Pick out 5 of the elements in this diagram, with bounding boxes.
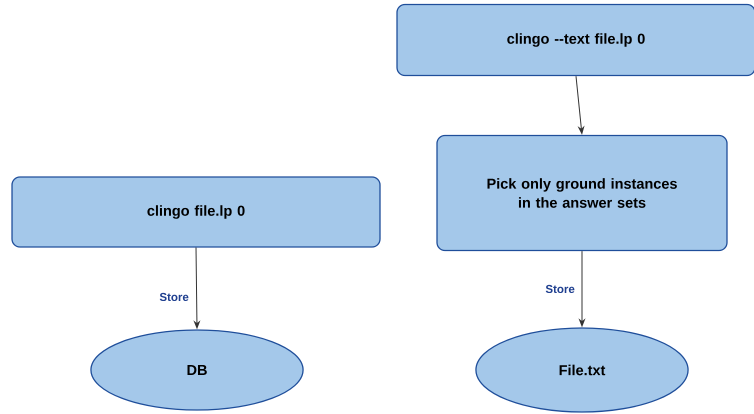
edge-label: Store [546, 284, 574, 294]
process-box: clingo --text file.lp 0 [396, 4, 754, 76]
edge-label: Store [160, 292, 188, 302]
process-box: Pick only ground instances in the answer sets [436, 134, 728, 252]
process-box: clingo file.lp 0 [11, 176, 381, 248]
